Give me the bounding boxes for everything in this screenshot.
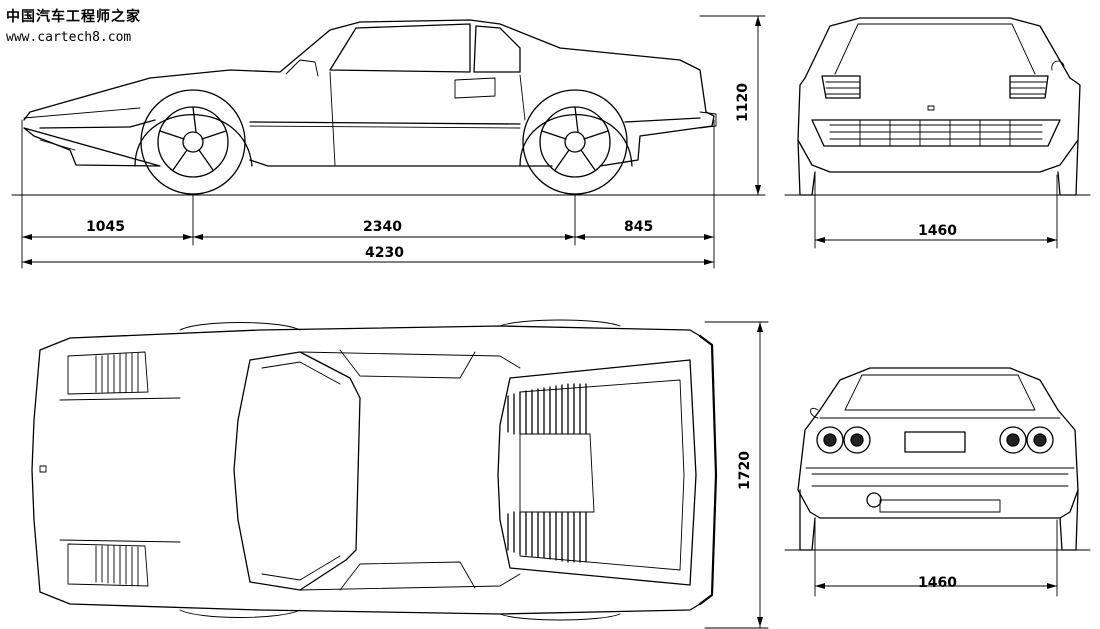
wheelbase-label: 2340 (363, 219, 402, 235)
top-view (31, 319, 769, 629)
height-label: 1120 (735, 83, 751, 122)
side-view (11, 15, 766, 269)
front-track-label: 1460 (918, 223, 957, 239)
watermark-url: www.cartech8.com (6, 30, 132, 45)
rear-track-label: 1460 (918, 575, 957, 591)
rear-overhang-label: 845 (624, 219, 654, 235)
front-view (784, 17, 1091, 249)
front-overhang-label: 1045 (86, 219, 125, 235)
overall-length-label: 4230 (365, 245, 404, 261)
watermark-title: 中国汽车工程师之家 (6, 9, 141, 25)
rear-view (784, 367, 1091, 597)
width-label: 1720 (737, 451, 753, 490)
